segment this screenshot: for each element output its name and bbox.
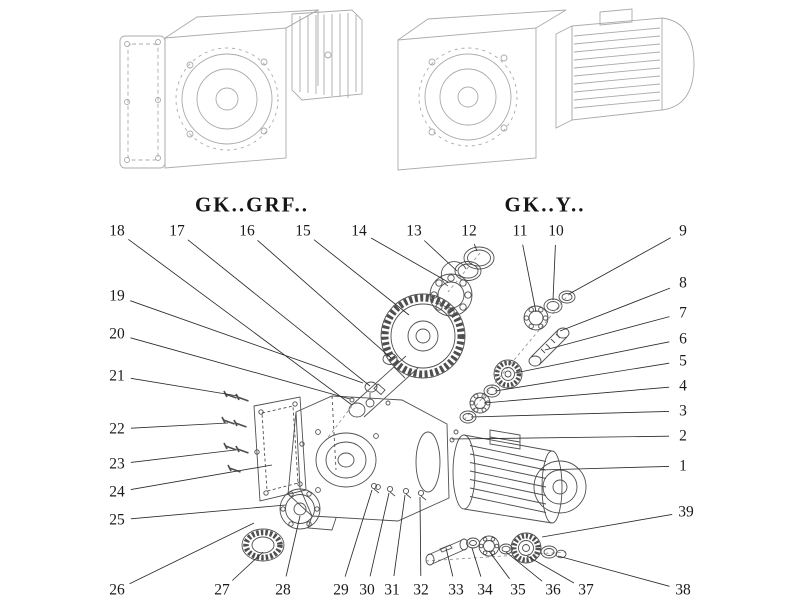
- callout-number-39: 39: [678, 503, 694, 521]
- motor-fasteners: [370, 482, 427, 501]
- leader-line-6: [514, 341, 670, 374]
- bearing-cover-and-shim: [241, 488, 321, 562]
- leader-line-14: [370, 237, 449, 283]
- leader-line-18: [128, 238, 353, 406]
- callout-number-29: 29: [333, 581, 349, 599]
- callout-number-19: 19: [109, 287, 125, 305]
- callout-number-2: 2: [679, 427, 687, 445]
- callout-number-7: 7: [679, 304, 687, 322]
- leader-line-33: [445, 547, 454, 577]
- leader-line-19: [130, 300, 364, 384]
- callout-number-36: 36: [545, 581, 561, 599]
- leader-line-27: [232, 551, 264, 581]
- callout-number-8: 8: [679, 274, 687, 292]
- leader-line-23: [130, 449, 236, 463]
- leader-line-1: [539, 465, 670, 471]
- model-title-grf: GK..GRF..: [194, 192, 310, 217]
- callout-number-26: 26: [109, 581, 125, 599]
- leader-line-3: [470, 410, 670, 418]
- gearbox-grf-drawing: [119, 9, 363, 169]
- callout-number-24: 24: [109, 483, 125, 501]
- callout-number-4: 4: [679, 377, 687, 395]
- callout-number-5: 5: [679, 352, 687, 370]
- output-shaft-parts: [425, 532, 567, 566]
- leader-line-8: [559, 287, 671, 332]
- leader-line-5: [494, 362, 670, 392]
- callout-number-13: 13: [406, 222, 422, 240]
- leader-line-30: [369, 492, 390, 577]
- leader-line-39: [541, 513, 673, 538]
- callout-number-28: 28: [275, 581, 291, 599]
- leader-line-25: [130, 504, 287, 520]
- housing: [287, 393, 450, 531]
- callout-number-10: 10: [548, 222, 564, 240]
- leader-line-26: [129, 522, 255, 585]
- leader-line-31: [393, 494, 406, 577]
- leader-line-29: [344, 489, 373, 577]
- callout-number-16: 16: [239, 222, 255, 240]
- input-shaft-assembly: [459, 290, 576, 424]
- leader-line-32: [419, 496, 422, 577]
- leader-line-38: [557, 555, 670, 587]
- callout-number-25: 25: [109, 511, 125, 529]
- upper-bearing-and-rings: [429, 246, 495, 317]
- callout-number-37: 37: [578, 581, 594, 599]
- callout-number-15: 15: [295, 222, 311, 240]
- leader-line-36: [505, 551, 543, 582]
- leader-line-20: [130, 337, 351, 400]
- callout-number-32: 32: [413, 581, 429, 599]
- callout-number-38: 38: [675, 581, 691, 599]
- leader-line-7: [544, 316, 670, 351]
- callout-number-27: 27: [214, 581, 230, 599]
- leader-line-12: [473, 243, 478, 252]
- callout-number-3: 3: [679, 402, 687, 420]
- callout-number-9: 9: [679, 222, 687, 240]
- callout-number-33: 33: [448, 581, 464, 599]
- leader-line-28: [285, 515, 301, 577]
- callout-number-18: 18: [109, 222, 125, 240]
- leader-line-24: [130, 464, 273, 491]
- callout-number-35: 35: [510, 581, 526, 599]
- leader-line-9: [568, 237, 671, 295]
- callout-number-31: 31: [384, 581, 400, 599]
- callout-number-17: 17: [169, 222, 185, 240]
- callout-number-22: 22: [109, 420, 125, 438]
- leader-line-2: [451, 435, 670, 440]
- leader-lines: [128, 237, 673, 587]
- leader-line-34: [471, 547, 482, 577]
- callout-number-14: 14: [351, 222, 367, 240]
- callout-number-11: 11: [512, 222, 528, 240]
- exploded-view-drawing: [221, 246, 587, 566]
- leader-line-35: [488, 550, 510, 580]
- gearbox-y-drawing: [397, 8, 695, 171]
- assembly-axes: [325, 252, 571, 562]
- leader-line-37: [526, 555, 575, 584]
- leader-line-15: [313, 239, 410, 316]
- callout-number-1: 1: [679, 457, 687, 475]
- leader-line-11: [522, 244, 537, 313]
- model-title-y: GK..Y..: [504, 192, 586, 217]
- leader-line-4: [483, 386, 670, 404]
- callout-number-30: 30: [359, 581, 375, 599]
- callout-number-20: 20: [109, 325, 125, 343]
- leader-line-16: [257, 239, 392, 359]
- callout-number-6: 6: [679, 330, 687, 348]
- leader-line-22: [130, 422, 229, 429]
- leader-line-21: [130, 377, 239, 397]
- motor: [449, 429, 587, 524]
- callout-number-21: 21: [109, 367, 125, 385]
- callout-number-23: 23: [109, 455, 125, 473]
- callout-number-34: 34: [477, 581, 493, 599]
- callout-number-12: 12: [461, 222, 477, 240]
- main-gear-assembly: [348, 293, 466, 418]
- leader-line-13: [424, 240, 458, 272]
- leader-line-17: [187, 239, 371, 387]
- leader-line-10: [552, 244, 556, 301]
